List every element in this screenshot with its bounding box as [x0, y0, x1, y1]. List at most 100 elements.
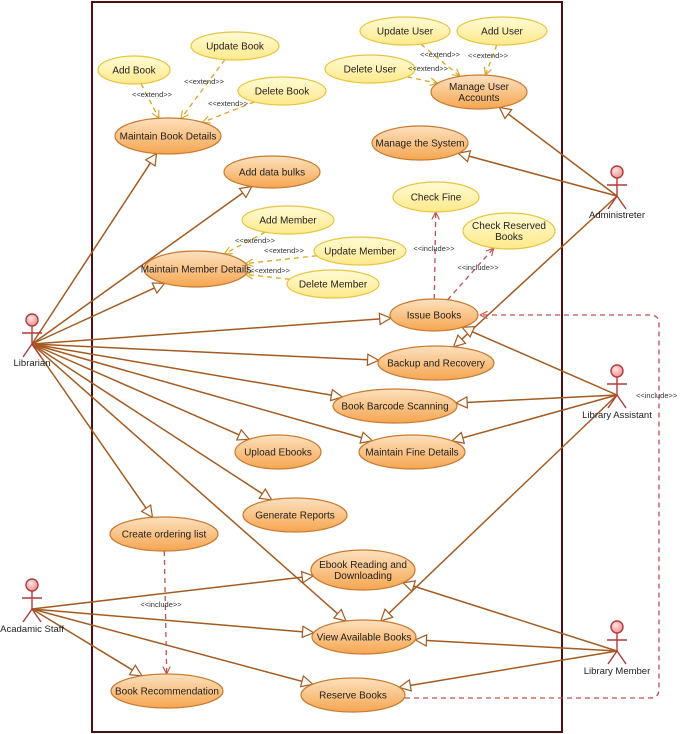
include-issue-books-to-check-fine [434, 212, 435, 300]
use-case-ellipse [190, 31, 280, 61]
use-case-label: Update Member [324, 247, 396, 258]
use-case-issue-books[interactable]: Issue Books [389, 298, 479, 332]
use-case-label: Ebook Reading and [319, 560, 407, 571]
use-case-ellipse [223, 155, 321, 189]
use-case-label: Downloading [334, 571, 392, 582]
dependency-lines [140, 43, 660, 699]
use-case-ellipse [456, 16, 548, 46]
association-librarian-view-available-books [31, 343, 346, 621]
use-case-ellipse [97, 55, 171, 85]
association-librarian-maintain-member-details [31, 283, 165, 345]
use-case-upload-ebooks[interactable]: Upload Ebooks [234, 434, 322, 470]
extend-label: <<extend>> [408, 64, 449, 73]
use-case-maintain-book-details[interactable]: Maintain Book Details [114, 117, 222, 155]
extend-delete-book-to-maintain-book-details [203, 101, 255, 122]
use-case-label: Create ordering list [122, 530, 207, 541]
use-case-label: Add data bulks [239, 168, 305, 179]
use-case-ellipse [310, 549, 416, 591]
use-case-ellipse [389, 298, 479, 332]
extend-update-member-to-maintain-member-details [246, 255, 317, 264]
use-case-update-member[interactable]: Update Member [313, 236, 407, 266]
use-case-label: View Available Books [317, 633, 412, 644]
use-case-maintain-fine[interactable]: Maintain Fine Details [358, 434, 466, 470]
association-librarian-issue-books [31, 318, 391, 345]
include-label: <<include>> [140, 600, 182, 609]
use-case-maintain-member-details[interactable]: Maintain Member Details [141, 250, 252, 288]
actor-right-leg [31, 608, 42, 623]
actor-administrator[interactable]: Administreter [589, 165, 645, 221]
association-academic-staff-ebook-reading [31, 576, 313, 610]
use-case-ellipse [359, 16, 451, 46]
use-case-delete-user[interactable]: Delete User [324, 54, 416, 84]
use-case-ellipse [109, 516, 219, 552]
use-case-ellipse [311, 619, 417, 655]
use-case-update-book[interactable]: Update Book [190, 31, 280, 61]
use-case-backup-recovery[interactable]: Backup and Recovery [377, 345, 495, 381]
actor-right-leg [616, 195, 627, 210]
use-case-label: Delete Book [255, 87, 310, 98]
use-case-label: Check Fine [411, 193, 462, 204]
use-case-ellipse [392, 181, 480, 213]
extend-add-member-to-maintain-member-details [224, 231, 266, 254]
use-case-ellipse [114, 117, 222, 155]
use-case-generate-reports[interactable]: Generate Reports [242, 497, 348, 533]
extend-label: <<extend>> [208, 99, 249, 108]
use-case-delete-book[interactable]: Delete Book [237, 76, 327, 106]
use-case-view-available-books[interactable]: View Available Books [311, 619, 417, 655]
use-case-delete-member[interactable]: Delete Member [286, 269, 380, 299]
use-case-reserve-books[interactable]: Reserve Books [300, 677, 406, 713]
use-case-ellipse [300, 677, 406, 713]
actor-librarian[interactable]: Librarian [14, 313, 51, 369]
use-case-label: Generate Reports [255, 511, 335, 522]
use-case-ellipse [358, 434, 466, 470]
use-case-ellipse [313, 236, 407, 266]
use-case-ellipse [430, 74, 528, 110]
use-case-create-ordering-list[interactable]: Create ordering list [109, 516, 219, 552]
association-librarian-generate-reports [31, 343, 272, 500]
actor-left-leg [22, 608, 33, 623]
association-administrator-backup-recovery [454, 195, 618, 347]
use-case-label: Books [495, 232, 523, 243]
actor-library-assistant[interactable]: Library Assistant [582, 364, 652, 421]
actor-label: Librarian [14, 358, 51, 369]
association-librarian-add-data-bulks [31, 187, 252, 345]
extend-label: <<extend>> [420, 50, 461, 59]
actor-library-member[interactable]: Library Member [584, 620, 651, 677]
use-case-add-book[interactable]: Add Book [97, 55, 171, 85]
association-academic-staff-book-recommendation [31, 608, 142, 676]
association-lines [31, 107, 618, 687]
use-case-label: Add Book [112, 66, 156, 77]
use-case-label: Update Book [206, 42, 265, 53]
use-case-add-member[interactable]: Add Member [241, 205, 335, 235]
use-case-label: Update User [377, 27, 434, 38]
association-librarian-create-ordering-list [31, 343, 152, 517]
use-case-add-data-bulks[interactable]: Add data bulks [223, 155, 321, 189]
association-academic-staff-view-available-books [31, 608, 314, 633]
use-case-label: Delete User [344, 65, 397, 76]
use-case-book-recommendation[interactable]: Book Recommendation [110, 673, 224, 709]
extend-label: <<extend>> [235, 236, 276, 245]
use-case-update-user[interactable]: Update User [359, 16, 451, 46]
actor-academic-staff[interactable]: Acadamic Staff [0, 578, 64, 635]
use-case-add-user[interactable]: Add User [456, 16, 548, 46]
use-case-ellipse [234, 434, 322, 470]
use-case-ellipse [241, 205, 335, 235]
extend-label: <<extend>> [250, 266, 291, 275]
use-case-manage-system[interactable]: Manage the System [371, 125, 469, 161]
actor-head-icon [25, 313, 39, 327]
use-case-check-fine[interactable]: Check Fine [392, 181, 480, 213]
use-case-label: Issue Books [407, 311, 461, 322]
extend-label: <<extend>> [132, 90, 173, 99]
use-case-barcode-scanning[interactable]: Book Barcode Scanning [332, 388, 458, 424]
use-case-label: Manage User [449, 82, 510, 93]
use-case-ellipse [286, 269, 380, 299]
use-case-label: Maintain Book Details [120, 132, 217, 143]
actor-label: Acadamic Staff [0, 624, 64, 635]
extend-label: <<extend>> [468, 51, 509, 60]
use-case-label: Book Recommendation [115, 687, 219, 698]
use-case-label: Check Reserved [472, 221, 546, 232]
